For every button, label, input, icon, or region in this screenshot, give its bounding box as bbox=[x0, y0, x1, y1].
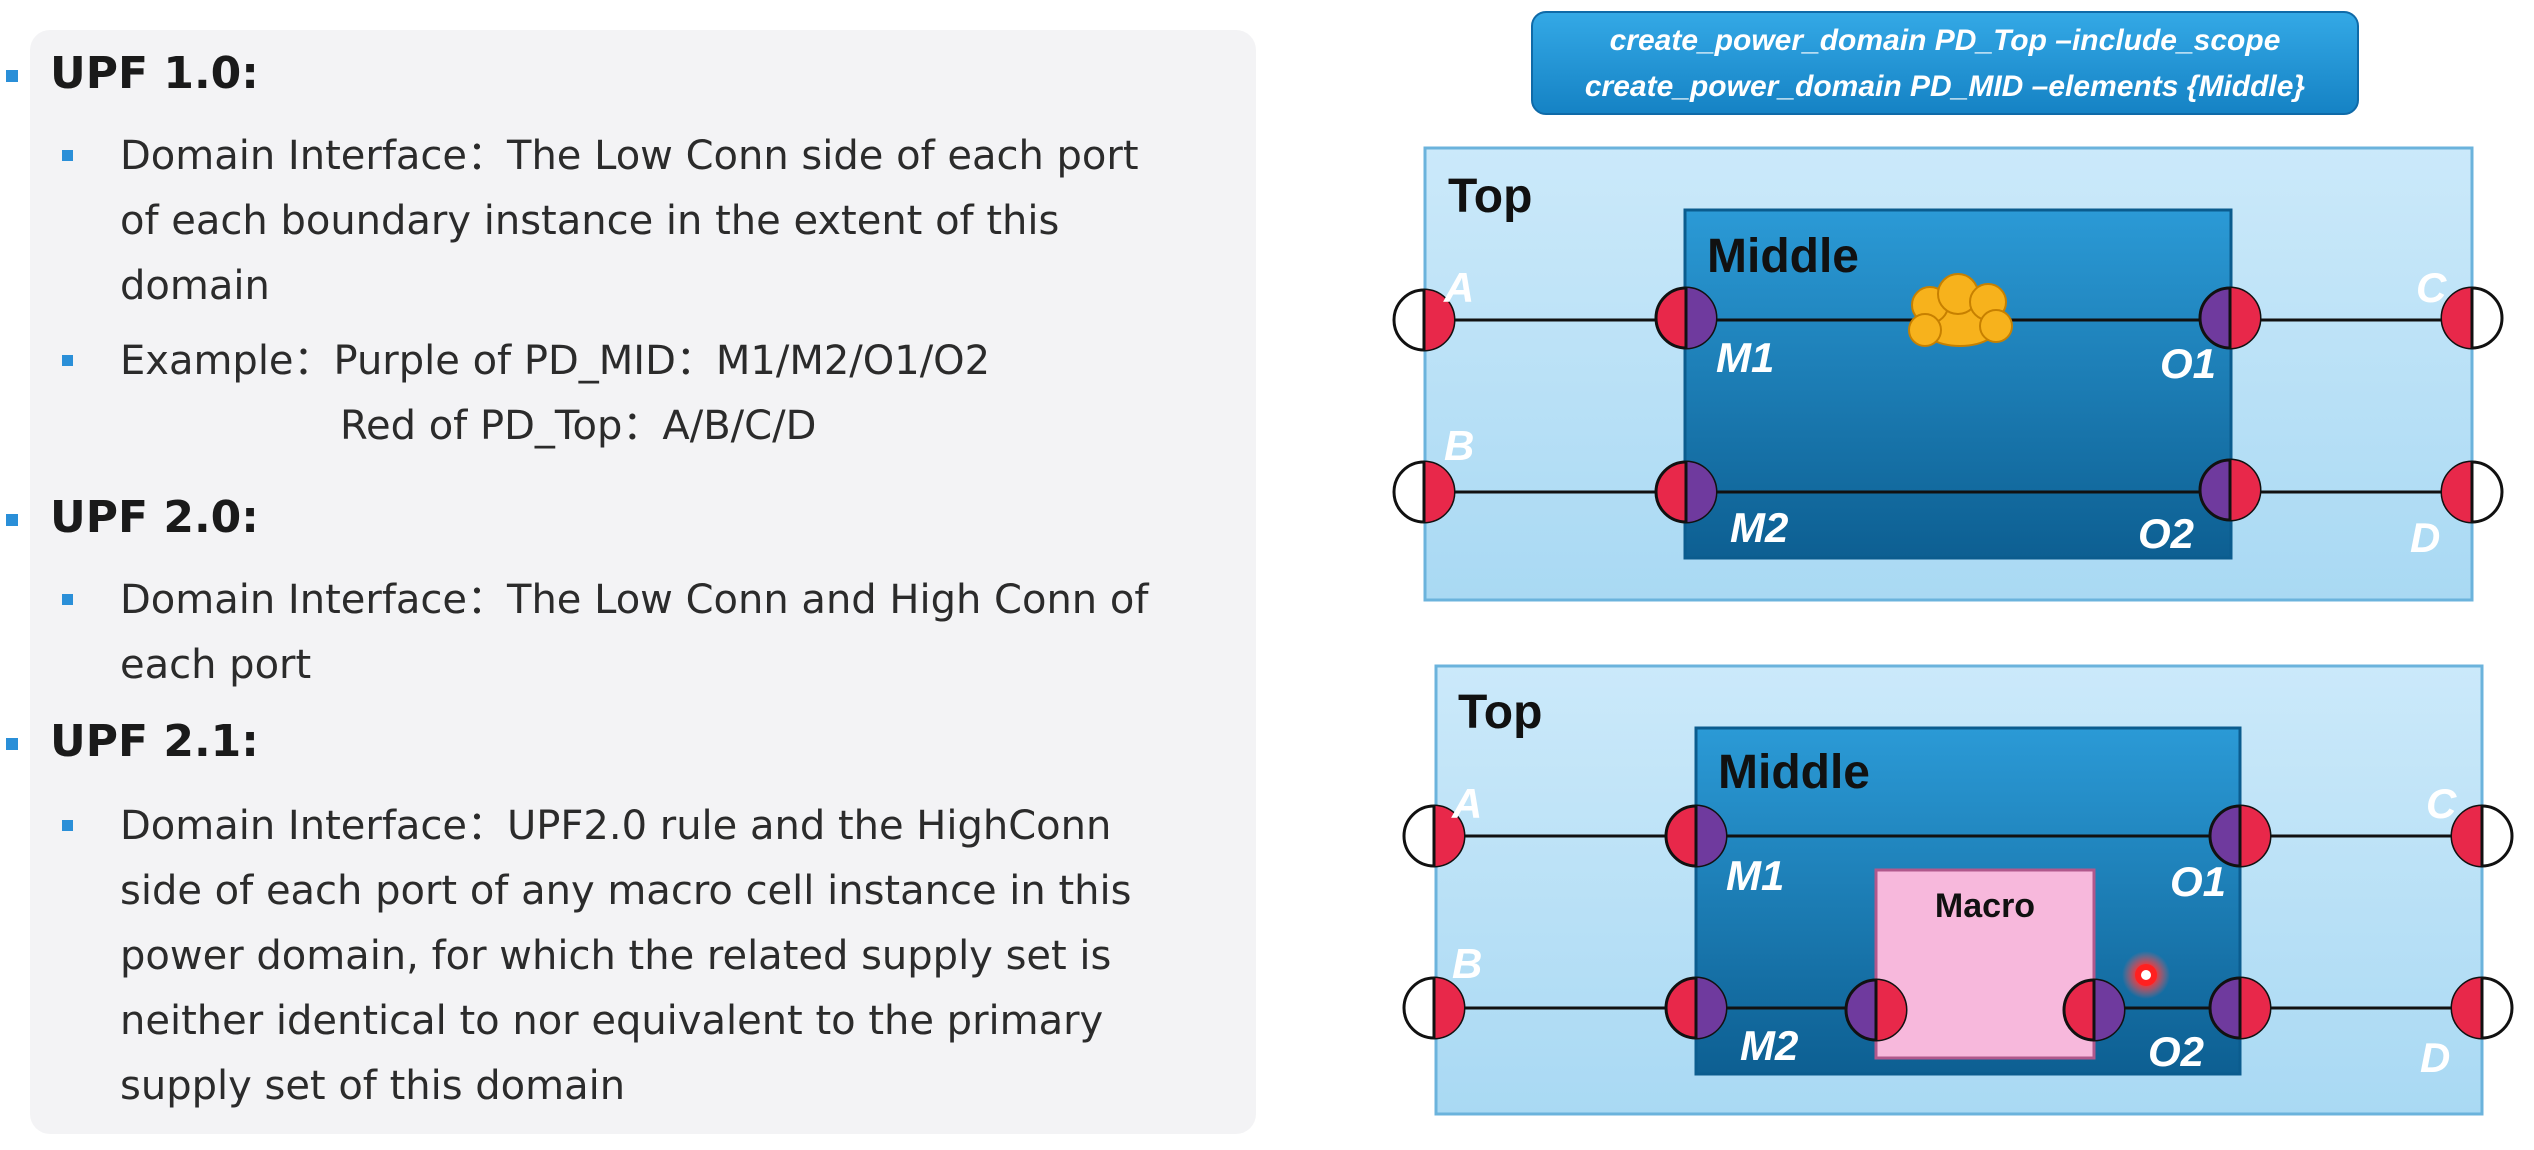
bullet-square-icon bbox=[6, 70, 18, 82]
upf10-domain-interface: Domain Interface：The Low Conn side of ea… bbox=[62, 124, 1180, 319]
label-o1: O1 bbox=[2160, 340, 2216, 387]
label-b: B bbox=[1452, 940, 1482, 987]
text-panel bbox=[30, 30, 1256, 1134]
text-line: each port bbox=[120, 642, 312, 688]
port-c bbox=[2450, 804, 2514, 868]
text-line: domain bbox=[120, 263, 270, 309]
text-line: Domain Interface：The Low Conn and High C… bbox=[120, 577, 1149, 623]
port-a bbox=[1392, 288, 1456, 352]
label-a: A bbox=[1451, 780, 1482, 827]
command-line-2: create_power_domain PD_MID –elements {Mi… bbox=[1585, 70, 2306, 103]
label-m2: M2 bbox=[1730, 504, 1788, 551]
middle-label: Middle bbox=[1707, 230, 1859, 283]
bullet-square-icon bbox=[62, 150, 73, 161]
upf10-example: Example：Purple of PD_MID：M1/M2/O1/O2 Red… bbox=[62, 329, 1180, 459]
label-c: C bbox=[2416, 264, 2447, 311]
top-label: Top bbox=[1458, 686, 1542, 739]
heading-upf21: UPF 2.1: bbox=[6, 716, 259, 767]
upf-command-box: create_power_domain PD_Top –include_scop… bbox=[1531, 11, 2359, 115]
port-o2 bbox=[2208, 976, 2272, 1040]
heading-upf20: UPF 2.0: bbox=[6, 492, 259, 543]
middle-block bbox=[1683, 208, 2233, 560]
port-m1 bbox=[1664, 804, 1728, 868]
text-line: side of each port of any macro cell inst… bbox=[120, 868, 1132, 914]
highlight-dot-icon bbox=[2122, 951, 2170, 999]
label-d: D bbox=[2420, 1034, 2450, 1081]
bullet-square-icon bbox=[62, 355, 73, 366]
port-b bbox=[1392, 460, 1456, 524]
heading-upf10: UPF 1.0: bbox=[6, 48, 259, 99]
text-line: neither identical to nor equivalent to t… bbox=[120, 998, 1104, 1044]
upf21-domain-interface: Domain Interface：UPF2.0 rule and the Hig… bbox=[62, 794, 1180, 1119]
label-m2: M2 bbox=[1740, 1022, 1798, 1069]
label-m1: M1 bbox=[1726, 852, 1784, 899]
macro-label: Macro bbox=[1935, 887, 2035, 925]
bullet-square-icon bbox=[62, 594, 73, 605]
cloud-icon bbox=[1908, 273, 2013, 347]
upf20-domain-interface: Domain Interface：The Low Conn and High C… bbox=[62, 568, 1180, 698]
port-macro-out bbox=[2062, 978, 2126, 1042]
port-m2 bbox=[1654, 460, 1718, 524]
text-line: Example：Purple of PD_MID：M1/M2/O1/O2 bbox=[120, 338, 991, 384]
bullet-square-icon bbox=[6, 738, 18, 750]
bullet-square-icon bbox=[62, 820, 73, 831]
text-line: Domain Interface：The Low Conn side of ea… bbox=[120, 133, 1139, 179]
label-b: B bbox=[1444, 422, 1474, 469]
label-o2: O2 bbox=[2148, 1028, 2204, 1075]
label-o1: O1 bbox=[2170, 858, 2226, 905]
text-line: Red of PD_Top：A/B/C/D bbox=[340, 403, 817, 449]
port-c bbox=[2440, 286, 2504, 350]
command-line-1: create_power_domain PD_Top –include_scop… bbox=[1610, 24, 2281, 57]
port-d bbox=[2450, 976, 2514, 1040]
diagram-upf10: Top Middle bbox=[1392, 146, 2504, 602]
port-macro-in bbox=[1844, 978, 1908, 1042]
port-m1 bbox=[1654, 286, 1718, 350]
text-line: Domain Interface：UPF2.0 rule and the Hig… bbox=[120, 803, 1112, 849]
label-m1: M1 bbox=[1716, 334, 1774, 381]
diagram-upf21: Top Middle Macro bbox=[1402, 664, 2514, 1116]
port-d bbox=[2440, 460, 2504, 524]
port-o1 bbox=[2208, 804, 2272, 868]
port-m2 bbox=[1664, 976, 1728, 1040]
text-line: power domain, for which the related supp… bbox=[120, 933, 1112, 979]
label-a: A bbox=[1443, 264, 1474, 311]
port-o2 bbox=[2198, 458, 2262, 522]
label-c: C bbox=[2426, 780, 2457, 827]
port-b bbox=[1402, 976, 1466, 1040]
port-o1 bbox=[2198, 286, 2262, 350]
label-o2: O2 bbox=[2138, 510, 2194, 557]
macro-block bbox=[1874, 868, 2096, 1060]
label-d: D bbox=[2410, 514, 2440, 561]
text-line: supply set of this domain bbox=[120, 1063, 626, 1109]
port-a bbox=[1402, 804, 1466, 868]
bullet-square-icon bbox=[6, 514, 18, 526]
middle-label: Middle bbox=[1718, 746, 1870, 799]
text-line: of each boundary instance in the extent … bbox=[120, 198, 1060, 244]
top-label: Top bbox=[1448, 170, 1532, 223]
